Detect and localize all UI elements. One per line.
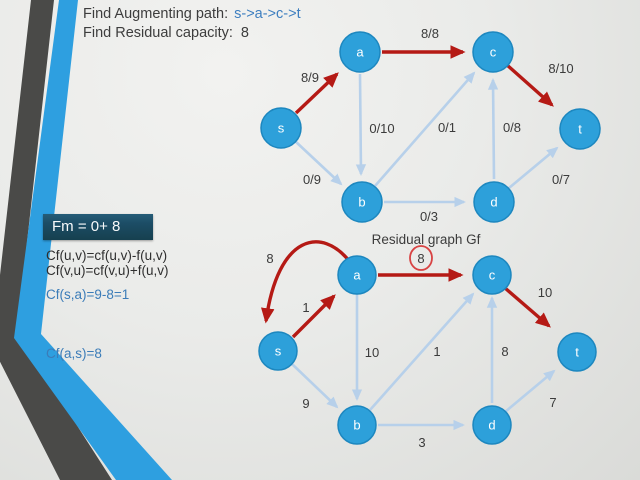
residual-capacity-formulas: Cf(u,v)=cf(u,v)-f(u,v) Cf(v,u)=cf(v,u)+f… [46,248,169,278]
flow-edge-label-b-c: 0/1 [438,120,456,135]
flow-edge-label-d-c: 0/8 [503,120,521,135]
residual-edge-label-a-s: 8 [266,251,273,266]
residual-graph-title: Residual graph Gf [372,232,481,247]
flow-node-t [559,108,601,150]
decorative-stripe-gray [0,0,112,480]
header-text-block: Find Augmenting path: s->a->c->t Find Res… [83,5,301,43]
residual-node-c [472,255,512,295]
residual-edge-label-c-t: 10 [538,285,552,300]
flow-edge-label-a-c: 8/8 [421,26,439,41]
flow-edge-b-c [374,71,476,187]
formula-cf-vu: Cf(v,u)=cf(v,u)+f(u,v) [46,263,169,278]
residual-edge-label-s-a: 1 [302,300,309,315]
flow-edge-c-t-augmenting [505,63,554,107]
highlight-circle-icon [409,245,433,271]
decorative-stripe-blue [14,0,172,480]
residual-edge-label-s-b: 9 [302,396,309,411]
residual-edge-c-t [503,286,551,328]
residual-edge-label-d-t: 7 [549,395,556,410]
augmenting-path-label: Find Augmenting path: [83,6,229,22]
flow-node-c [472,31,514,73]
flow-node-c-label: c [490,45,497,60]
flow-node-b-label: b [358,195,365,210]
flow-node-b [341,181,383,223]
flow-edge-label-d-t: 0/7 [552,172,570,187]
flow-edge-s-a-augmenting [294,72,339,115]
flow-node-a [339,31,381,73]
residual-capacity-value: 8 [240,25,249,41]
residual-capacity-line: Find Residual capacity: 8 [83,24,301,43]
residual-node-s [258,331,298,371]
residual-node-b-label: b [353,418,360,433]
flow-edge-a-b [355,73,367,176]
flow-edge-label-a-b: 0/10 [369,121,394,136]
cf-sa-result: Cf(s,a)=9-8=1 [46,287,130,302]
residual-node-a-label: a [353,268,361,283]
flow-node-t-label: t [578,122,582,137]
residual-edge-s-b [291,363,339,409]
residual-capacity-label: Find Residual capacity: [83,25,233,41]
formula-cf-uv: Cf(u,v)=cf(u,v)-f(u,v) [46,248,168,263]
flow-node-a-label: a [356,45,364,60]
residual-edge-label-b-c: 1 [433,344,440,359]
residual-edge-a-s-back-curved [261,240,352,324]
residual-node-s-label: s [275,344,282,359]
flow-node-s-label: s [278,121,285,136]
flow-edge-label-s-a: 8/9 [301,70,319,85]
residual-node-t-label: t [575,345,579,360]
flow-node-d-label: d [490,195,497,210]
residual-node-b [337,405,377,445]
residual-edge-label-a-c: 8 [417,251,424,266]
flow-edge-label-b-d: 0/3 [420,209,438,224]
flow-edge-d-c [487,78,499,180]
residual-edge-b-c [369,292,475,411]
residual-edge-label-b-d: 3 [418,435,425,450]
residual-edge-s-a [291,294,336,339]
residual-edge-label-a-b: 10 [365,345,379,360]
flow-graph: 8/9 8/8 8/10 0/9 0/10 0/1 0/8 0/3 0/7 s … [260,26,601,224]
residual-graph: Residual graph Gf 8 1 8 10 9 10 1 8 3 7 [258,232,597,450]
residual-node-c-label: c [489,268,496,283]
residual-node-d [472,405,512,445]
residual-node-a [337,255,377,295]
augmenting-path-line: Find Augmenting path: s->a->c->t [83,5,301,24]
flow-node-s [260,107,302,149]
flow-edge-d-t [508,146,559,189]
residual-node-d-label: d [488,418,495,433]
flow-edge-s-b [294,140,343,186]
cf-as-result: Cf(a,s)=8 [46,346,102,361]
augmenting-path-value: s->a->c->t [234,6,301,22]
flow-node-d [473,181,515,223]
flow-edge-label-c-t: 8/10 [548,61,573,76]
fm-formula-box: Fm = 0+ 8 [43,214,153,240]
flow-edge-label-s-b: 0/9 [303,172,321,187]
residual-edge-label-d-c: 8 [501,344,508,359]
residual-edge-d-t [504,369,556,413]
residual-node-t [557,332,597,372]
